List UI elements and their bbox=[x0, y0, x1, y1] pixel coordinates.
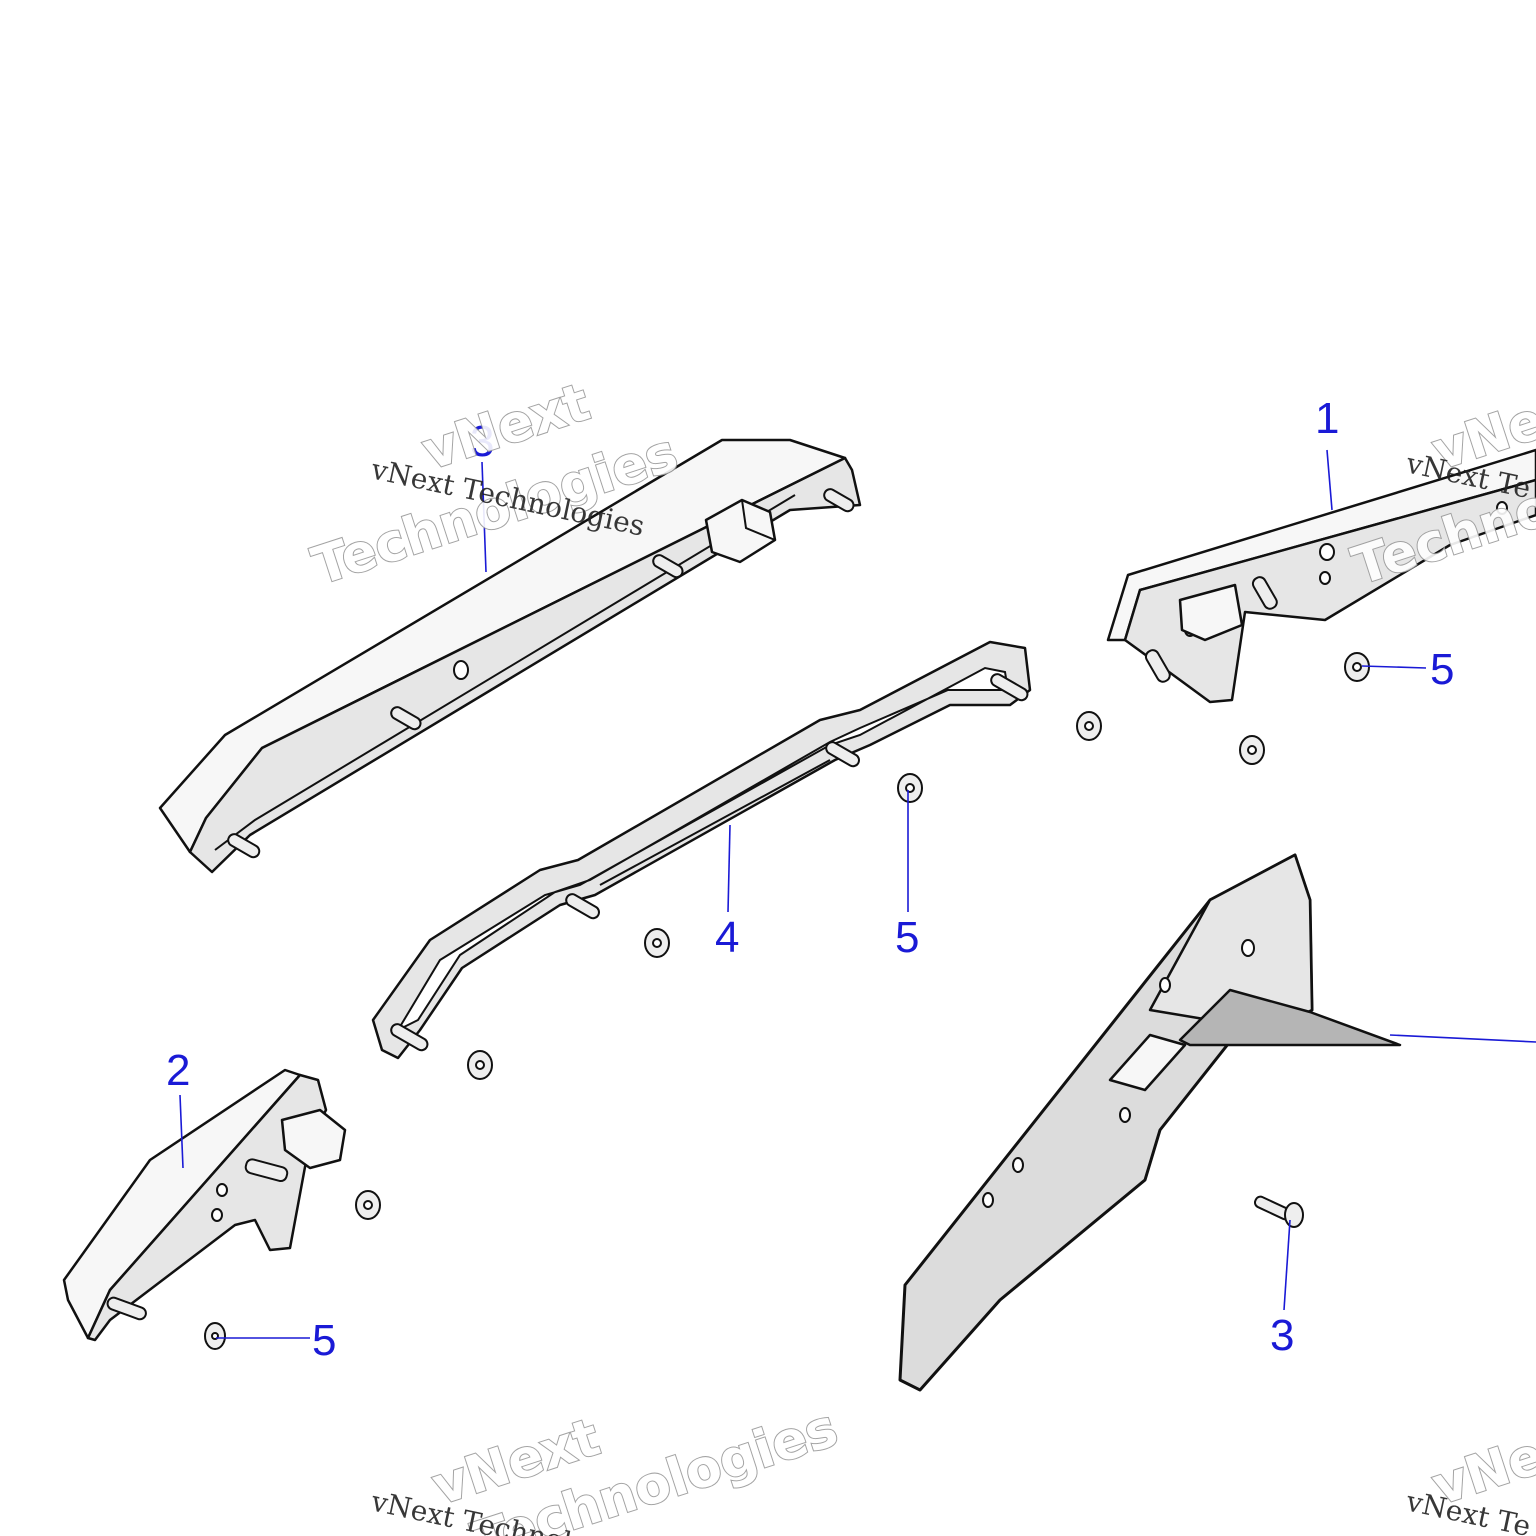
callout-1: 1 bbox=[1315, 394, 1339, 443]
watermark-bottom-right: vNe vNext Te bbox=[1403, 1424, 1536, 1536]
callout-4: 4 bbox=[715, 913, 739, 962]
gasket-frame bbox=[371, 640, 1032, 1060]
light-housing-right bbox=[1106, 448, 1536, 704]
callout-5-left: 5 bbox=[312, 1316, 336, 1365]
light-housing-left bbox=[62, 1068, 347, 1342]
nut bbox=[1239, 735, 1265, 765]
callout-5-center: 5 bbox=[895, 913, 919, 962]
light-bar-long bbox=[158, 438, 862, 874]
callouts: 3 1 2 4 5 5 5 3 bbox=[166, 394, 1454, 1365]
nut bbox=[1344, 652, 1370, 682]
nuts bbox=[204, 652, 1370, 1350]
nut bbox=[644, 928, 670, 958]
nut bbox=[897, 773, 923, 803]
screw bbox=[1253, 1195, 1304, 1228]
callout-5-right: 5 bbox=[1430, 645, 1454, 694]
nut bbox=[355, 1190, 381, 1220]
nut bbox=[1076, 711, 1102, 741]
mounting-bracket bbox=[898, 853, 1402, 1392]
nut bbox=[204, 1322, 226, 1350]
callout-3-bottom: 3 bbox=[1270, 1311, 1294, 1360]
leader-lines bbox=[179, 449, 1536, 1339]
nut bbox=[467, 1050, 493, 1080]
watermark-bottom-left: vNext Technologies vNext Technologies bbox=[368, 1397, 846, 1536]
callout-3-top: 3 bbox=[470, 417, 494, 466]
callout-2: 2 bbox=[166, 1046, 190, 1095]
